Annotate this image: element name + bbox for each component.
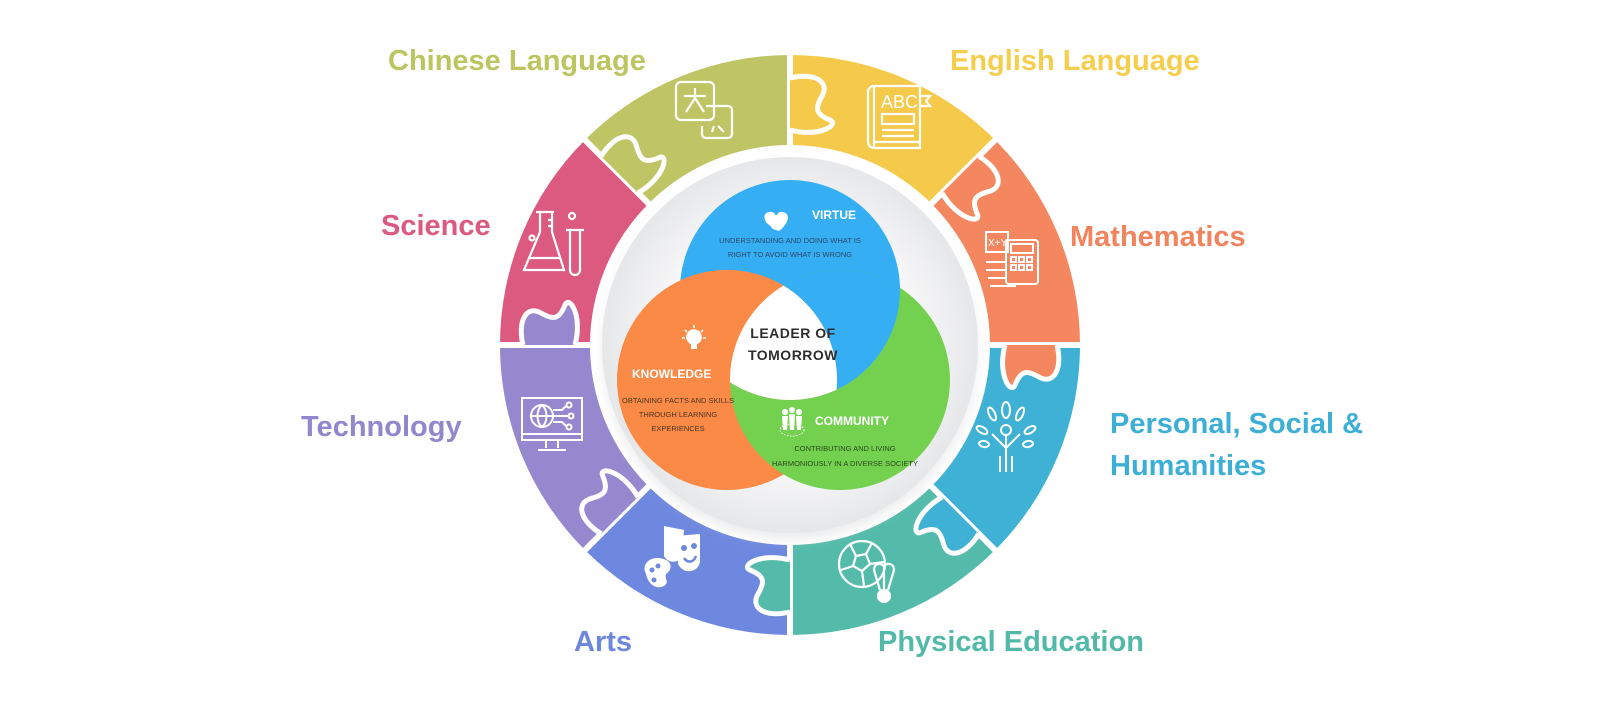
community-desc-line2: HARMONIOUSLY IN A DIVERSE SOCIETY	[772, 459, 918, 468]
label-science: Science	[381, 210, 491, 242]
label-technology: Technology	[301, 411, 462, 443]
translate-icon	[674, 80, 734, 140]
ball-shuttlecock-icon	[837, 539, 896, 604]
community-desc-line1: CONTRIBUTING AND LIVING	[794, 444, 895, 453]
heart-hands-icon	[764, 211, 788, 232]
label-pe: Physical Education	[878, 626, 1144, 658]
lightbulb-brain-icon	[682, 325, 706, 349]
knowledge-desc-line1: OBTAINING FACTS AND SKILLS	[622, 396, 734, 405]
virtue-desc-line1: UNDERSTANDING AND DOING WHAT IS	[719, 236, 861, 245]
puzzle-knobs	[518, 73, 1062, 617]
knowledge-desc-line2: THROUGH LEARNING	[639, 410, 718, 419]
label-chinese: Chinese Language	[388, 45, 646, 77]
virtue-desc-line2: RIGHT TO AVOID WHAT IS WRONG	[728, 250, 852, 259]
svg-text:ABC: ABC	[881, 92, 918, 112]
label-english: English Language	[950, 45, 1200, 77]
label-psh-line2: Humanities	[1110, 450, 1267, 482]
calculator-icon: X+Y	[985, 231, 1039, 287]
masks-palette-icon	[644, 526, 700, 588]
label-psh-line1: Personal, Social &	[1110, 408, 1364, 440]
community-title: COMMUNITY	[815, 414, 889, 428]
abc-book-icon: ABC	[866, 84, 933, 150]
virtue-title: VIRTUE	[812, 208, 856, 222]
segment-science[interactable]	[500, 139, 649, 345]
center-title-line2: TOMORROW	[748, 347, 838, 363]
knowledge-title: KNOWLEDGE	[632, 367, 711, 381]
label-mathematics: Mathematics	[1070, 221, 1246, 253]
people-group-icon	[779, 407, 805, 437]
person-tree-icon	[975, 401, 1037, 472]
center-title-line1: LEADER OF	[750, 325, 835, 341]
flask-icon	[522, 210, 584, 277]
label-arts: Arts	[574, 626, 633, 658]
knowledge-desc-line3: EXPERIENCES	[651, 424, 704, 433]
svg-text:X+Y: X+Y	[988, 238, 1008, 249]
globe-monitor-icon	[521, 397, 583, 451]
